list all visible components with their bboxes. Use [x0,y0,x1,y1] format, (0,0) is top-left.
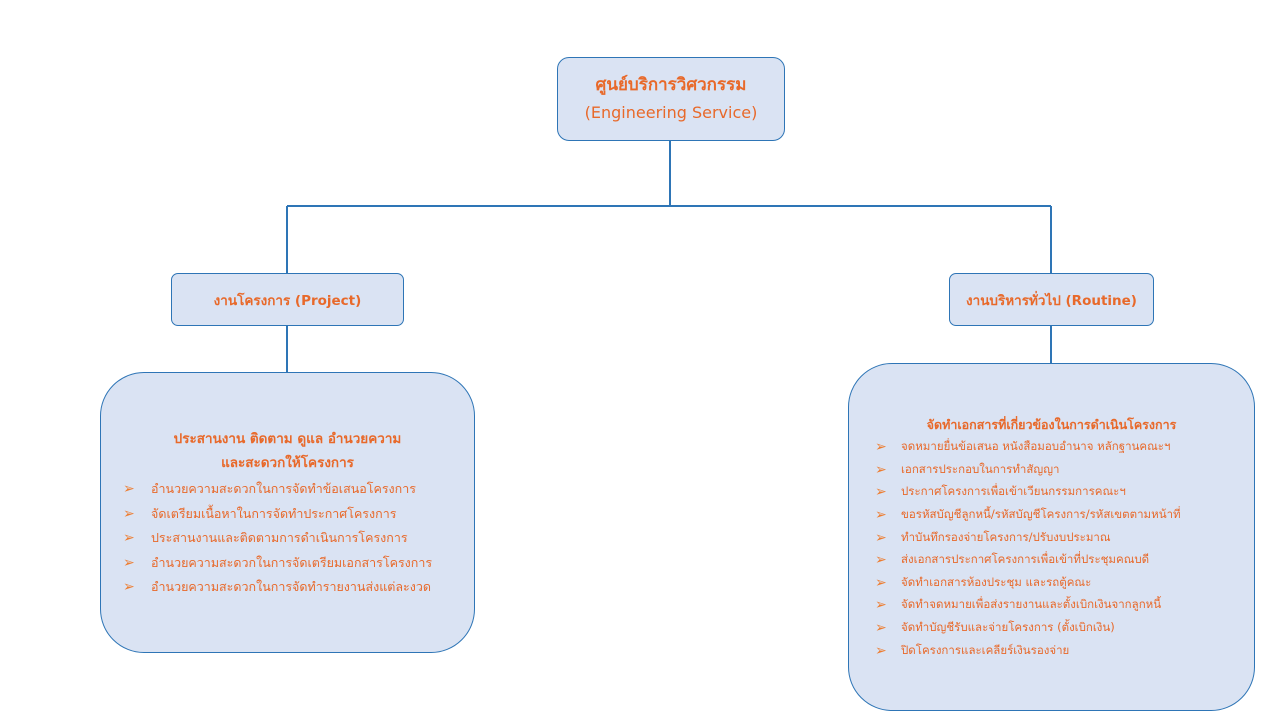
routine-task-list: ➢ จดหมายยื่นข้อเสนอ หนังสือมอบอำนาจ หลักฐ… [875,436,1181,662]
project-node: งานโครงการ (Project) [171,273,404,326]
list-item: ➢ เอกสารประกอบในการทำสัญญา [875,459,1181,482]
arrow-bullet-icon: ➢ [875,461,887,478]
project-node-label: งานโครงการ (Project) [213,292,362,309]
project-panel-title-line: ประสานงาน ติดตาม ดูแล อำนวยความ [173,431,402,447]
root-subtitle: (Engineering Service) [584,103,758,122]
routine-node-label: งานบริหารทั่วไป (Routine) [966,292,1137,309]
list-item: ➢ ขอรหัสบัญชีลูกหนี้/รหัสบัญชีโครงการ/รหั… [875,504,1181,527]
list-item: ➢ ทำบันทึกรองจ่ายโครงการ/ปรับงบประมาณ [875,526,1181,549]
list-item-text: จัดเตรียมเนื้อหาในการจัดทำประกาศโครงการ [151,505,397,521]
list-item-text: จัดทำเอกสารห้องประชุม และรถตู้คณะ [901,574,1092,589]
list-item-text: อำนวยความสะดวกในการจัดเตรียมเอกสารโครงกา… [151,554,433,570]
arrow-bullet-icon: ➢ [123,530,135,547]
arrow-bullet-icon: ➢ [875,507,887,524]
list-item: ➢ จัดทำเอกสารห้องประชุม และรถตู้คณะ [875,572,1181,595]
project-panel: ประสานงาน ติดตาม ดูแล อำนวยความ และสะดวก… [100,372,475,653]
arrow-bullet-icon: ➢ [875,642,887,659]
arrow-bullet-icon: ➢ [875,484,887,501]
list-item: ➢ ประสานงานและติดตามการดำเนินการโครงการ [123,526,432,551]
list-item: ➢ อำนวยความสะดวกในการจัดเตรียมเอกสารโครงก… [123,551,432,576]
arrow-bullet-icon: ➢ [123,481,135,498]
list-item: ➢ จัดทำจดหมายเพื่อส่งรายงานและตั้งเบิกเงิ… [875,594,1181,617]
project-panel-title-line: และสะดวกให้โครงการ [221,455,354,471]
list-item-text: ขอรหัสบัญชีลูกหนี้/รหัสบัญชีโครงการ/รหัส… [901,507,1181,522]
arrow-bullet-icon: ➢ [875,552,887,569]
list-item-text: อำนวยความสะดวกในการจัดทำข้อเสนอโครงการ [151,481,416,497]
list-item-text: เอกสารประกอบในการทำสัญญา [901,461,1060,476]
list-item-text: อำนวยความสะดวกในการจัดทำรายงานส่งแต่ละงว… [151,579,431,595]
list-item: ➢ จัดเตรียมเนื้อหาในการจัดทำประกาศโครงการ [123,502,432,527]
project-panel-title: ประสานงาน ติดตาม ดูแล อำนวยความ และสะดวก… [101,427,474,475]
arrow-bullet-icon: ➢ [875,620,887,637]
arrow-bullet-icon: ➢ [875,597,887,614]
routine-panel-title: จัดทำเอกสารที่เกี่ยวข้องในการดำเนินโครงก… [926,417,1177,432]
list-item: ➢ ประกาศโครงการเพื่อเข้าเวียนกรรมการคณะฯ [875,481,1181,504]
arrow-bullet-icon: ➢ [123,505,135,522]
root-title: ศูนย์บริการวิศวกรรม [595,75,747,95]
list-item-text: ทำบันทึกรองจ่ายโครงการ/ปรับงบประมาณ [901,529,1111,544]
list-item: ➢ อำนวยความสะดวกในการจัดทำรายงานส่งแต่ละง… [123,575,432,600]
list-item-text: ประกาศโครงการเพื่อเข้าเวียนกรรมการคณะฯ [901,484,1126,499]
list-item: ➢ อำนวยความสะดวกในการจัดทำข้อเสนอโครงการ [123,477,432,502]
list-item: ➢ จดหมายยื่นข้อเสนอ หนังสือมอบอำนาจ หลักฐ… [875,436,1181,459]
list-item-text: จดหมายยื่นข้อเสนอ หนังสือมอบอำนาจ หลักฐา… [901,439,1171,454]
list-item-text: จัดทำจดหมายเพื่อส่งรายงานและตั้งเบิกเงิน… [901,597,1162,612]
list-item: ➢ จัดทำบัญชีรับและจ่ายโครงการ (ตั้งเบิกเง… [875,617,1181,640]
list-item: ➢ ปิดโครงการและเคลียร์เงินรองจ่าย [875,639,1181,662]
list-item-text: ประสานงานและติดตามการดำเนินการโครงการ [151,530,408,546]
arrow-bullet-icon: ➢ [123,554,135,571]
list-item-text: ส่งเอกสารประกาศโครงการเพื่อเข้าที่ประชุม… [901,552,1150,567]
routine-panel: จัดทำเอกสารที่เกี่ยวข้องในการดำเนินโครงก… [848,363,1255,711]
list-item-text: จัดทำบัญชีรับและจ่ายโครงการ (ตั้งเบิกเงิ… [901,620,1115,635]
arrow-bullet-icon: ➢ [875,529,887,546]
list-item: ➢ ส่งเอกสารประกาศโครงการเพื่อเข้าที่ประชุ… [875,549,1181,572]
arrow-bullet-icon: ➢ [875,439,887,456]
arrow-bullet-icon: ➢ [123,579,135,596]
arrow-bullet-icon: ➢ [875,574,887,591]
root-node: ศูนย์บริการวิศวกรรม (Engineering Service… [557,57,785,141]
routine-node: งานบริหารทั่วไป (Routine) [949,273,1154,326]
project-task-list: ➢อำนวยความสะดวกในการจัดทำข้อเสนอโครงการ … [123,477,432,600]
list-item-text: ปิดโครงการและเคลียร์เงินรองจ่าย [901,642,1070,657]
